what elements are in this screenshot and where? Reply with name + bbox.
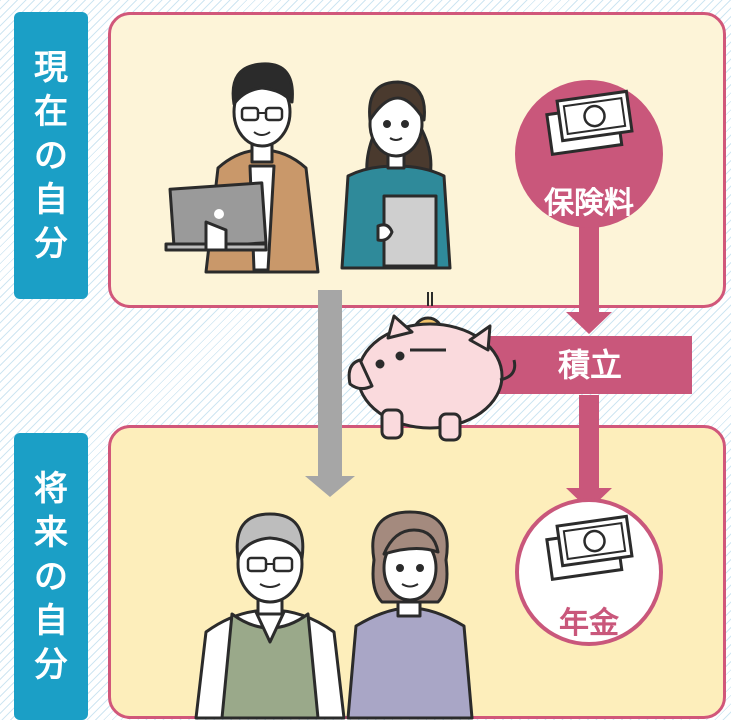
- elderly-woman-illustration: [346, 510, 474, 720]
- money-icon: [545, 89, 634, 156]
- elderly-man-illustration: [194, 512, 346, 720]
- young-woman-illustration: [340, 80, 452, 270]
- savings-bar: [488, 336, 692, 394]
- pension-label: 年金: [559, 606, 619, 641]
- future-self-char: 来: [34, 512, 68, 553]
- current-self-char: 現: [34, 47, 68, 88]
- current-self-label: 現 在 の 自 分: [14, 12, 88, 299]
- current-self-char: の: [34, 135, 68, 176]
- current-self-char: 在: [34, 91, 68, 132]
- future-self-char: 将: [34, 468, 68, 509]
- young-man-illustration: [164, 62, 320, 274]
- future-self-label: 将 来 の 自 分: [14, 433, 88, 720]
- current-self-char: 分: [34, 223, 68, 264]
- pink-flow-arrow: [566, 205, 612, 510]
- premium-label: 保険料: [544, 186, 634, 221]
- pension-circle: [515, 498, 663, 646]
- future-self-char: の: [34, 556, 68, 597]
- future-self-char: 分: [34, 644, 68, 685]
- piggy-bank-icon: [347, 292, 517, 442]
- future-self-char: 自: [34, 600, 68, 641]
- gray-down-arrow: [305, 290, 355, 497]
- current-self-char: 自: [34, 179, 68, 220]
- savings-label: 積立: [557, 346, 622, 384]
- money-icon: [545, 514, 634, 581]
- premium-circle: [515, 80, 663, 228]
